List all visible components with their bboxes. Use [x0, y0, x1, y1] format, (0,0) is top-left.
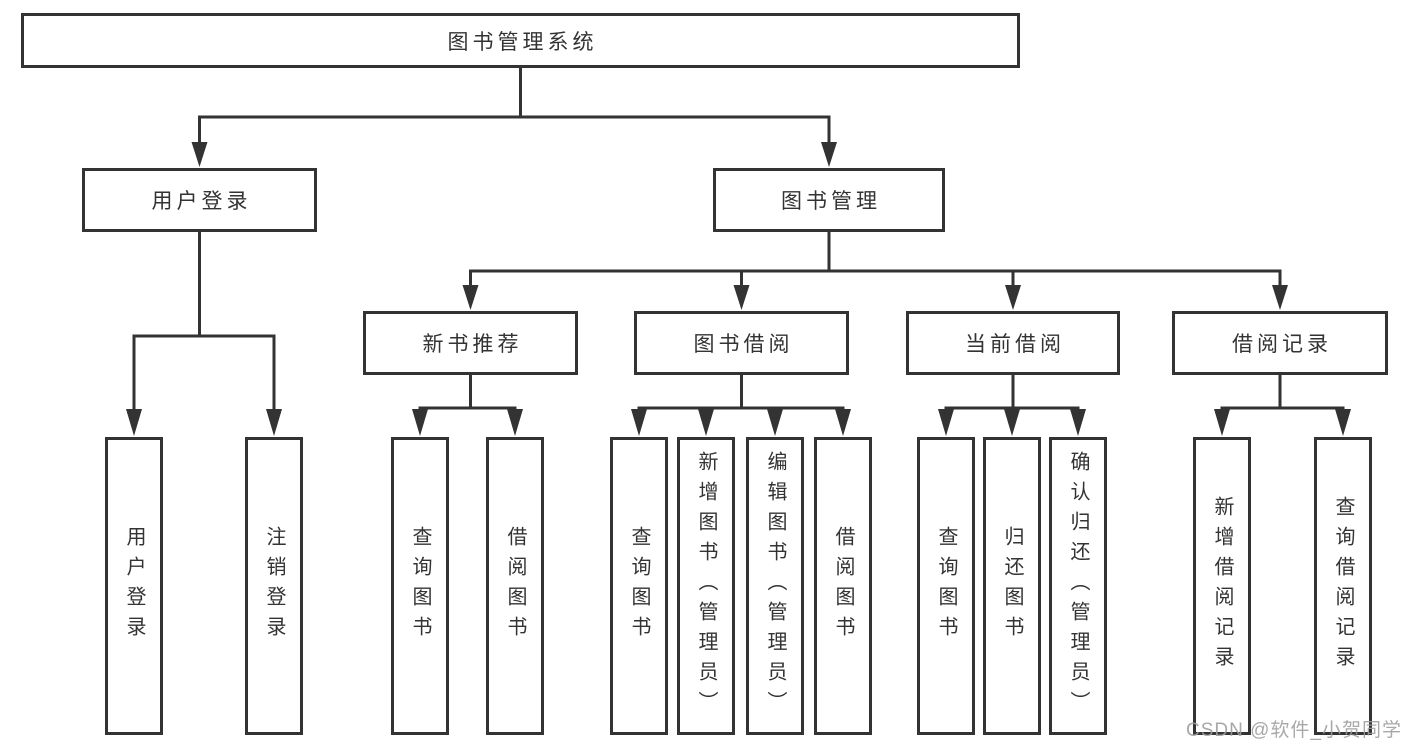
connector-newbook-bar — [418, 406, 517, 410]
leaf-label: 确认归还（管理员） — [1067, 451, 1089, 721]
connector-borrowrecord-bar — [1220, 406, 1345, 410]
leaf-borrow-book-recommend: 借阅图书 — [486, 437, 544, 735]
connector-userlogin-bar — [132, 334, 276, 412]
node-new-book-recommend: 新书推荐 — [363, 311, 578, 375]
leaf-label: 借阅图书 — [832, 526, 854, 646]
leaf-label: 借阅图书 — [504, 526, 526, 646]
leaf-query-book-current: 查询图书 — [917, 437, 975, 735]
leaf-query-borrow-record: 查询借阅记录 — [1314, 437, 1372, 735]
leaf-label: 归还图书 — [1001, 526, 1023, 646]
leaf-label: 新增借阅记录 — [1211, 496, 1233, 676]
leaf-label: 查询图书 — [628, 526, 650, 646]
node-current-borrow: 当前借阅 — [906, 311, 1120, 375]
leaf-label: 用户登录 — [123, 526, 145, 646]
leaf-add-borrow-record: 新增借阅记录 — [1193, 437, 1251, 735]
leaf-confirm-return-admin: 确认归还（管理员） — [1049, 437, 1107, 735]
leaf-logout: 注销登录 — [245, 437, 303, 735]
node-root: 图书管理系统 — [21, 13, 1020, 68]
node-user-login: 用户登录 — [82, 168, 317, 232]
leaf-borrow-book: 借阅图书 — [814, 437, 872, 735]
leaf-label: 查询图书 — [409, 526, 431, 646]
leaf-add-book-admin: 新增图书（管理员） — [677, 437, 735, 735]
leaf-user-login: 用户登录 — [105, 437, 163, 735]
connector-bookborrow-bar — [637, 406, 845, 410]
leaf-return-book: 归还图书 — [983, 437, 1041, 735]
leaf-query-book-borrow: 查询图书 — [610, 437, 668, 735]
node-book-borrow: 图书借阅 — [634, 311, 849, 375]
leaf-query-book-recommend: 查询图书 — [391, 437, 449, 735]
leaf-label: 查询借阅记录 — [1332, 496, 1354, 676]
connector-level1-bar — [198, 115, 831, 144]
arrowheads — [126, 142, 1351, 436]
leaf-edit-book-admin: 编辑图书（管理员） — [746, 437, 804, 735]
node-borrow-record: 借阅记录 — [1172, 311, 1388, 375]
leaf-label: 新增图书（管理员） — [695, 451, 717, 721]
connector-bookmgmt-bar — [469, 269, 1282, 286]
csdn-watermark: CSDN @软件_小贺同学 — [1186, 720, 1402, 741]
leaf-label: 编辑图书（管理员） — [764, 451, 786, 721]
node-book-management: 图书管理 — [713, 168, 945, 232]
leaf-label: 注销登录 — [263, 526, 285, 646]
leaf-label: 查询图书 — [935, 526, 957, 646]
